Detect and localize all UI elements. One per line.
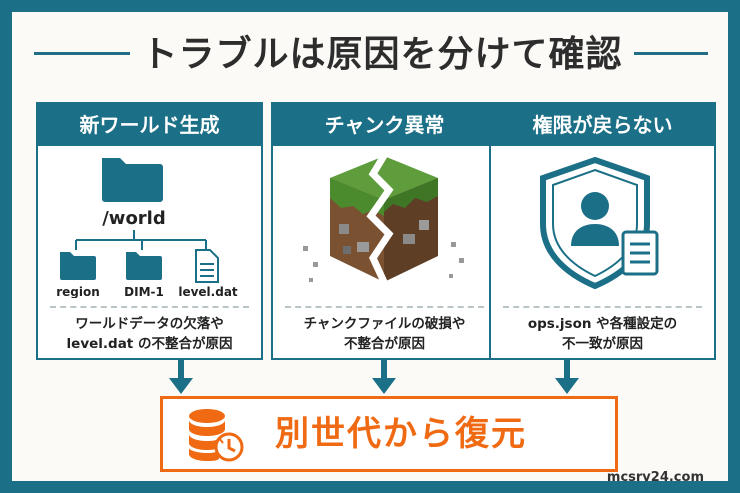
folder-icon: [102, 158, 163, 202]
down-arrow-icon: [372, 360, 396, 394]
canvas: トラブルは原因を分けて確認 新ワールド生成 /world: [12, 12, 728, 485]
folder-item-region: region: [56, 285, 100, 298]
down-arrow-icon: [555, 360, 579, 394]
panel-permission: 権限が戻らない ops.json や各種設定の 不一致が原因: [489, 102, 716, 360]
panel-divider: [503, 306, 702, 308]
panel-heading: 新ワールド生成: [38, 104, 261, 146]
result-box: 別世代から復元: [160, 396, 618, 472]
folder-icon: [60, 252, 96, 280]
panel-chunk-error: チャンク異常: [271, 102, 498, 360]
panel-heading: 権限が戻らない: [491, 104, 714, 146]
file-icon: [195, 249, 219, 283]
folder-icon: [126, 252, 162, 280]
world-folder-tree: /world region DIM-1: [38, 146, 261, 299]
panel-caption: ops.json や各種設定の 不一致が原因: [497, 314, 708, 354]
caption-line: 不一致が原因: [562, 336, 643, 352]
panel-caption: ワールドデータの欠落や level.dat の不整合が原因: [44, 314, 255, 354]
caption-line: チャンクファイルの破損や: [303, 316, 466, 332]
shield-user-icon: [491, 146, 714, 298]
folder-item-dim: DIM-1: [124, 285, 164, 298]
caption-line: level.dat の不整合が原因: [66, 336, 233, 352]
panel-caption: チャンクファイルの破損や 不整合が原因: [279, 314, 490, 354]
panel-heading: チャンク異常: [273, 104, 496, 146]
caption-line: ops.json や各種設定の: [527, 316, 678, 332]
site-url: mcsrv24.com: [606, 470, 704, 485]
database-restore-icon: [189, 409, 244, 462]
result-label: 別世代から復元: [275, 414, 527, 454]
caption-line: 不整合が原因: [344, 336, 425, 352]
down-arrow-icon: [169, 360, 193, 394]
panel-divider: [285, 306, 484, 308]
page-title: トラブルは原因を分けて確認: [141, 34, 623, 75]
title-rule-left: [34, 52, 130, 55]
panel-divider: [50, 306, 249, 308]
title-rule-right: [634, 52, 708, 55]
caption-line: ワールドデータの欠落や: [75, 316, 224, 332]
file-item-level: level.dat: [178, 285, 238, 298]
grass-block-icon: [273, 146, 496, 298]
folder-root-label: /world: [102, 208, 166, 229]
panel-new-world: 新ワールド生成 /world: [36, 102, 263, 360]
